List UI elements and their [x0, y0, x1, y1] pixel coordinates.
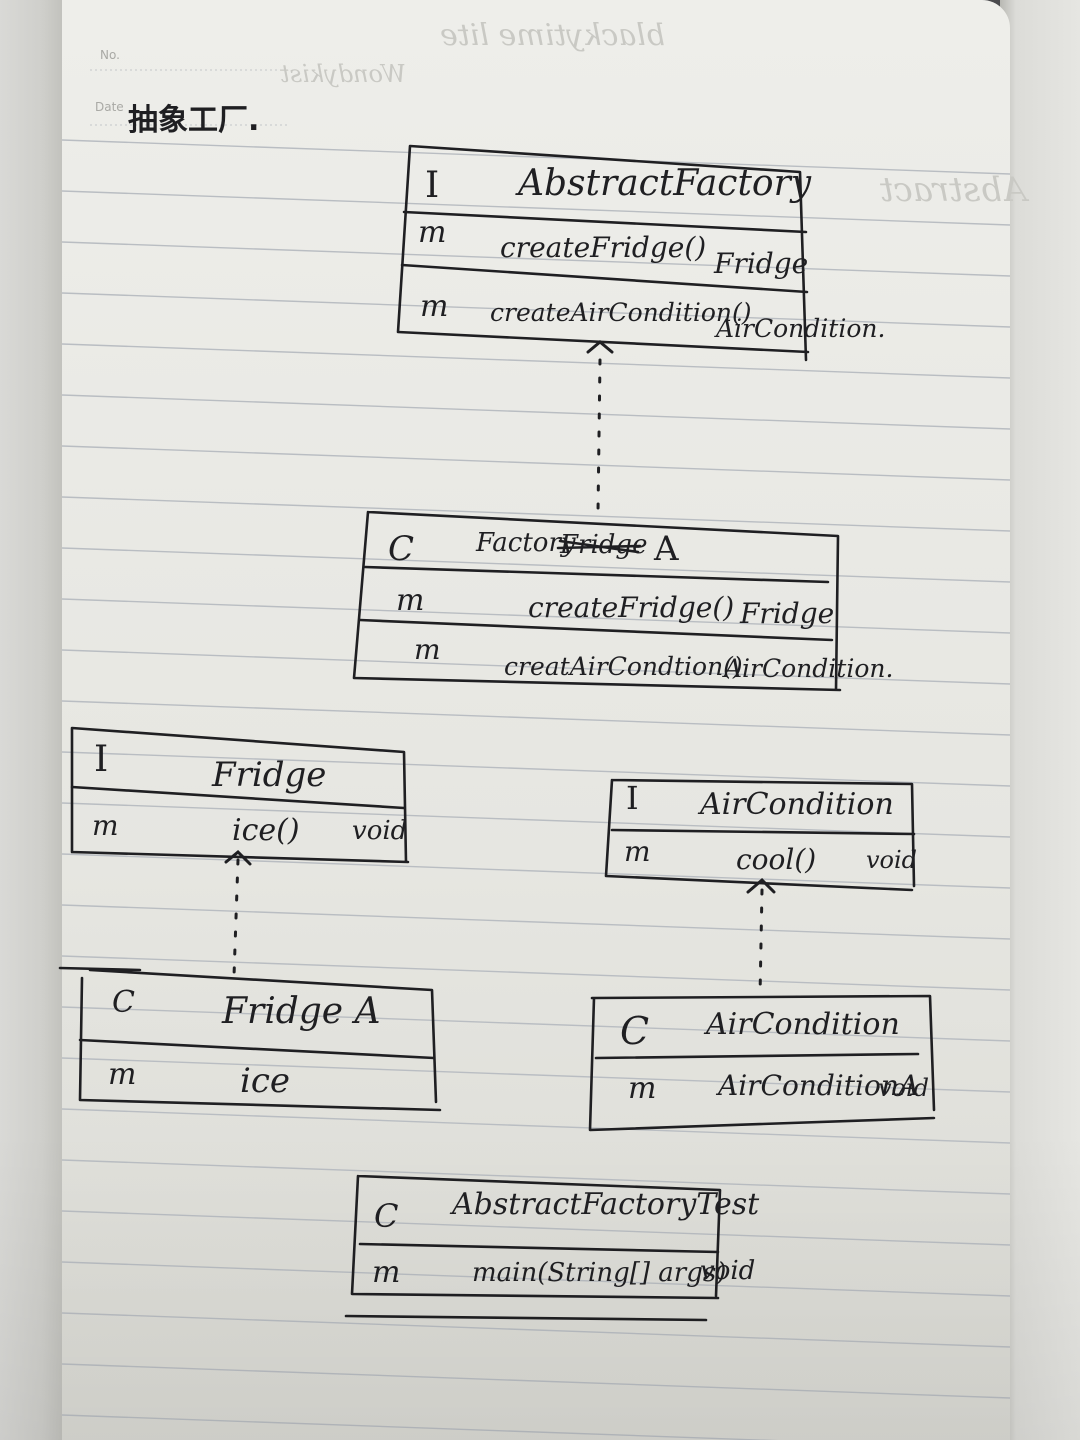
class-suffix: A — [654, 529, 679, 569]
method-marker: m — [420, 289, 449, 324]
air-condition-box — [604, 778, 916, 892]
method-name: ice() — [232, 813, 300, 848]
method-return-type: void — [700, 1256, 756, 1286]
method-name: ice — [240, 1061, 291, 1101]
class-name: Fridge — [212, 755, 327, 795]
class-marker: C — [374, 1197, 399, 1235]
class-name: AbstractFactoryTest — [452, 1187, 760, 1222]
method-marker: m — [396, 583, 425, 618]
method-marker: m — [624, 835, 651, 868]
struck-word: Fridge — [560, 530, 648, 560]
interface-marker: I — [626, 779, 639, 817]
method-name: AirConditionA — [718, 1069, 920, 1102]
factory-a-divider — [363, 565, 830, 584]
class-marker: C — [388, 529, 415, 569]
method-name: main(String[] args) — [472, 1258, 727, 1288]
class-name: AirCondition — [700, 787, 894, 822]
method-name: createAirCondition() — [490, 298, 752, 327]
air-condition-divider — [610, 828, 916, 836]
method-name: createFridge() — [500, 231, 707, 264]
header-date-label: Date — [95, 100, 124, 114]
fridge-a-divider — [78, 1038, 436, 1060]
header-no-label: No. — [100, 48, 120, 62]
method-marker: m — [92, 809, 119, 842]
method-marker: m — [414, 633, 441, 666]
background-next-page — [1000, 0, 1080, 1440]
method-name: createFridge() — [528, 591, 735, 624]
strike-line — [556, 539, 642, 554]
class-name: Factory — [476, 528, 576, 558]
method-return-type: void — [866, 846, 918, 874]
method-marker: m — [108, 1057, 137, 1092]
class-name: AbstractFactory — [518, 163, 812, 204]
method-return-type: void — [878, 1074, 930, 1102]
abstract-factory-test-divider — [358, 1242, 720, 1254]
realization-arrow-aircondition — [758, 888, 764, 998]
interface-marker: I — [425, 165, 440, 206]
realization-arrow-factory — [596, 358, 602, 514]
class-name: AirCondition — [706, 1007, 900, 1042]
abstract-factory-box — [396, 144, 810, 362]
abstract-factory-test-box — [344, 1174, 722, 1322]
factory-a-divider — [358, 618, 834, 642]
method-marker: m — [418, 215, 447, 250]
method-return-type: AirCondition. — [724, 654, 894, 683]
class-name: Fridge A — [222, 991, 381, 1032]
realization-arrowhead — [746, 877, 776, 894]
class-marker: C — [620, 1009, 650, 1053]
fridge-box — [70, 726, 410, 864]
method-name: creatAirCondtion() — [504, 652, 743, 681]
method-return-type: Fridge — [740, 597, 835, 630]
background-notebook-edge — [0, 0, 70, 1440]
method-marker: m — [628, 1071, 657, 1106]
realization-arrow-fridge — [232, 858, 240, 978]
interface-marker: I — [94, 739, 109, 780]
air-condition-a-divider — [594, 1052, 920, 1060]
abstract-factory-divider — [400, 263, 809, 294]
method-return-type: AirCondition. — [716, 314, 886, 343]
air-condition-a-box — [588, 994, 936, 1132]
factory-a-box — [352, 510, 842, 692]
method-name: cool() — [736, 843, 817, 876]
realization-arrowhead — [586, 340, 614, 354]
realization-arrowhead — [224, 849, 252, 866]
fridge-a-box — [58, 966, 442, 1112]
class-marker: C — [112, 985, 135, 1020]
method-return-type: void — [352, 816, 408, 846]
page-title: 抽象工厂. — [128, 103, 260, 138]
method-return-type: Fridge — [714, 247, 809, 280]
abstract-factory-divider — [402, 210, 808, 234]
fridge-divider — [70, 785, 406, 810]
method-marker: m — [372, 1255, 401, 1290]
